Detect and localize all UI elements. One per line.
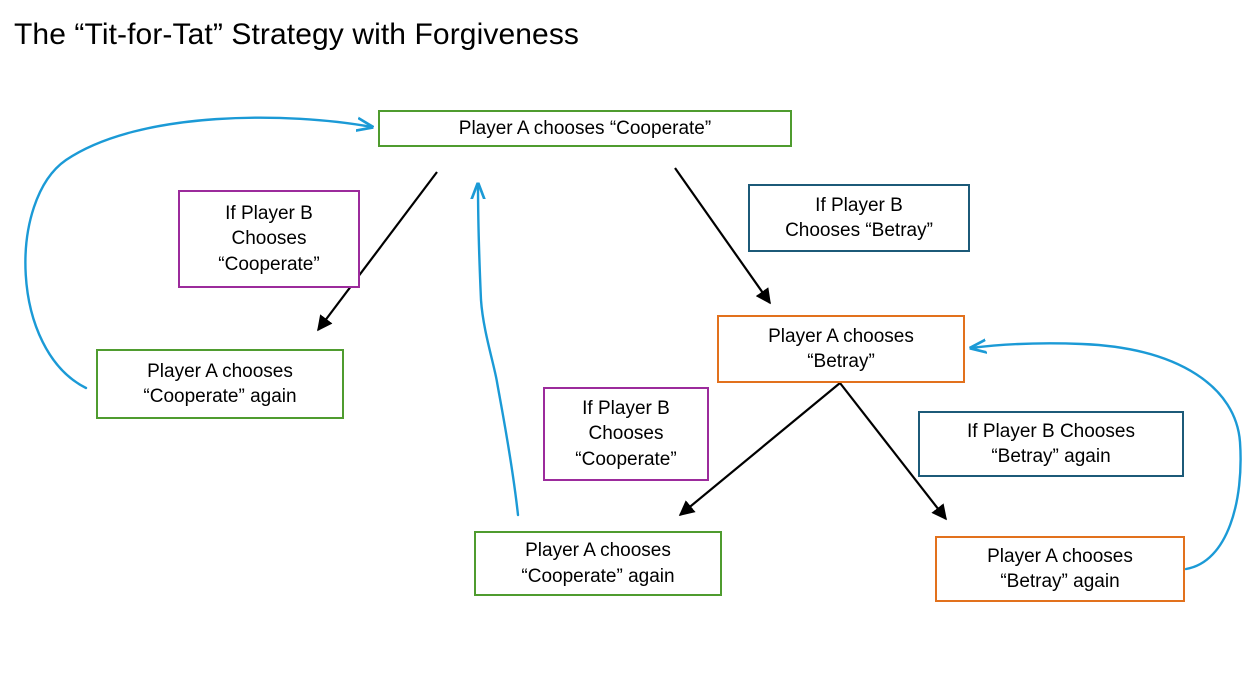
node-if-player-b-chooses-cooperate-1[interactable]: If Player B Chooses “Cooperate” — [178, 190, 360, 288]
node-player-a-chooses-betray-again[interactable]: Player A chooses “Betray” again — [935, 536, 1185, 602]
node-player-a-chooses-cooperate-again-1[interactable]: Player A chooses “Cooperate” again — [96, 349, 344, 419]
edge-a-cooperate-again-2-loop-to-top-cooperate — [478, 184, 520, 517]
node-player-a-chooses-cooperate-again-2[interactable]: Player A chooses “Cooperate” again — [474, 531, 722, 596]
node-if-player-b-chooses-betray[interactable]: If Player B Chooses “Betray” — [748, 184, 970, 252]
page-title: The “Tit-for-Tat” Strategy with Forgiven… — [14, 18, 580, 51]
node-if-player-b-chooses-betray-again[interactable]: If Player B Chooses “Betray” again — [918, 411, 1184, 477]
node-if-player-b-chooses-cooperate-2[interactable]: If Player B Chooses “Cooperate” — [543, 387, 709, 481]
node-player-a-chooses-cooperate[interactable]: Player A chooses “Cooperate” — [378, 110, 792, 147]
node-player-a-chooses-betray[interactable]: Player A chooses “Betray” — [717, 315, 965, 383]
